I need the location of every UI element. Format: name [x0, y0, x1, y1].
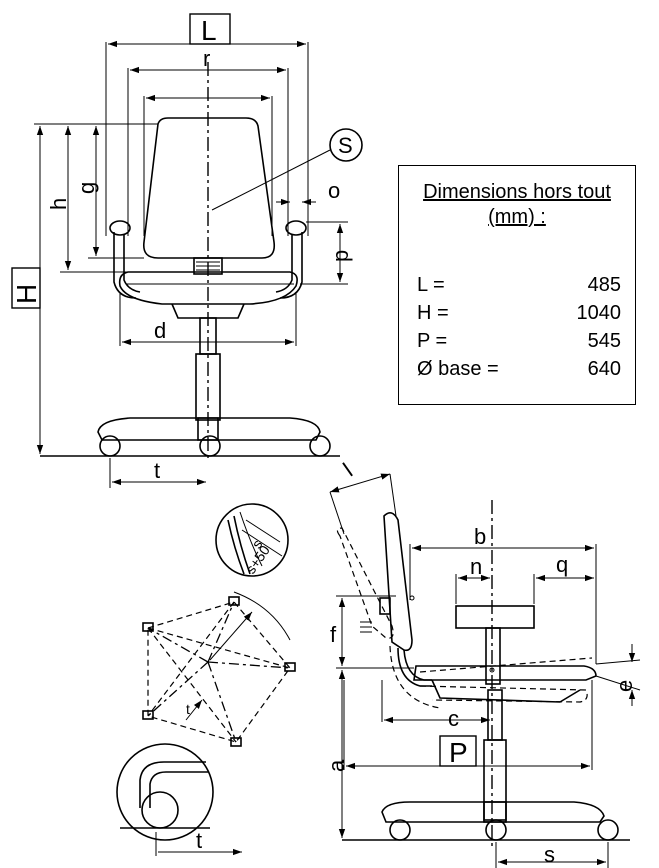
label-h: h	[46, 198, 71, 210]
info-key: L =	[417, 274, 445, 296]
info-key: H =	[417, 302, 449, 324]
label-s: s	[544, 842, 555, 867]
info-value: 1040	[576, 302, 622, 324]
info-key: P =	[417, 330, 448, 352]
label-g: g	[74, 182, 99, 194]
label-t-detail: t	[196, 828, 202, 853]
label-p: p	[328, 250, 353, 262]
label-r: r	[203, 46, 210, 71]
label-q: q	[556, 552, 568, 577]
label-P: P	[449, 737, 468, 768]
info-value: 640	[587, 358, 621, 380]
label-H: H	[11, 284, 42, 304]
label-e: e	[612, 680, 637, 692]
detail-caster: t	[116, 743, 242, 856]
info-row-L: L = 485	[417, 274, 621, 300]
info-row-P: P = 545	[417, 330, 621, 356]
label-o: o	[328, 178, 340, 203]
plan-view-base: t	[142, 591, 296, 747]
label-l: l	[339, 458, 357, 481]
info-row-H: H = 1040	[417, 302, 621, 328]
label-d: d	[154, 318, 166, 343]
dimensions-info-box: Dimensions hors tout (mm) : L = 485 H = …	[398, 165, 636, 405]
label-t-front: t	[154, 458, 160, 483]
label-S: S	[338, 133, 353, 158]
label-f: f	[330, 622, 337, 647]
info-value: 485	[587, 274, 621, 296]
detail-s-circle: s s+50	[215, 503, 289, 577]
label-a: a	[324, 759, 349, 772]
label-c: c	[448, 706, 459, 731]
info-title: Dimensions hors tout (mm) :	[423, 181, 611, 228]
label-n: n	[470, 554, 482, 579]
info-row-base: Ø base = 640	[417, 358, 621, 384]
info-value: 545	[587, 330, 621, 352]
front-view: L r S o p h g	[11, 13, 363, 488]
side-view: l b n q f e c	[324, 458, 641, 868]
info-key: Ø base =	[417, 358, 499, 380]
label-b: b	[474, 524, 486, 549]
label-L: L	[201, 15, 217, 46]
label-t-plan: t	[186, 701, 190, 717]
